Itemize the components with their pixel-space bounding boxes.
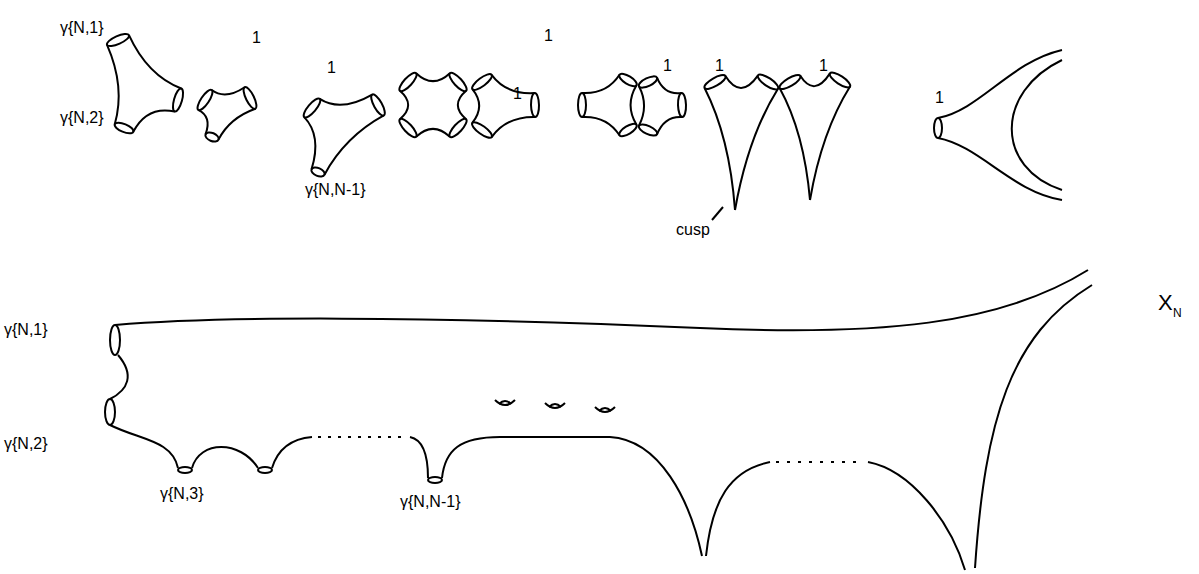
boundary-cuff	[756, 72, 780, 92]
piece-outline	[810, 87, 850, 200]
piece-outline	[725, 75, 758, 88]
curve-label: 1	[327, 60, 336, 76]
piece-outline	[400, 91, 408, 119]
boundary-cuff	[105, 31, 130, 48]
curve-label: X	[1158, 292, 1173, 314]
boundary-cuff	[678, 93, 687, 117]
piece-outline	[780, 88, 810, 200]
boundary-cuff	[703, 73, 728, 92]
piece-outline	[472, 89, 479, 123]
piece-outline	[735, 89, 778, 210]
pants-pieces	[105, 31, 852, 210]
curve-label: 1	[663, 58, 672, 74]
boundary-cuff	[778, 72, 803, 91]
piece-outline	[705, 88, 735, 210]
curve-label: γ{N,1}	[60, 20, 104, 36]
piece-outline	[129, 35, 181, 88]
piece-outline	[657, 78, 682, 94]
boundary-cuff	[241, 85, 259, 110]
boundary-cuff	[369, 93, 388, 118]
piece-outline	[416, 129, 450, 137]
curve-label: 1	[715, 58, 724, 74]
curve-label: γ{N,N-1}	[305, 182, 365, 198]
glued-surface	[105, 50, 1092, 570]
curve-label: γ{N,2}	[4, 436, 48, 452]
curve-label: cusp	[676, 222, 710, 238]
curve-label: 1	[935, 90, 944, 106]
boundary-cuff	[171, 87, 185, 112]
piece-outline	[212, 87, 245, 94]
piece-outline	[458, 91, 466, 119]
piece-outline	[492, 117, 536, 137]
piece-outline	[416, 73, 450, 81]
curve-label: γ{N,2}	[60, 110, 104, 126]
piece-outline	[657, 117, 682, 134]
boundary-cuff	[531, 93, 539, 117]
curve-label: γ{N,N-1}	[400, 494, 460, 510]
curve-label: 1	[252, 30, 261, 46]
piece-outline	[800, 73, 830, 86]
curve-label: 1	[544, 28, 553, 44]
piece-outline	[582, 117, 619, 135]
piece-outline	[218, 109, 255, 140]
curve-label: γ{N,3}	[160, 486, 204, 502]
piece-outline	[198, 110, 207, 134]
curve-label: 1	[513, 86, 522, 102]
piece-outline	[107, 45, 119, 124]
curve-label: N	[1173, 307, 1182, 319]
piece-outline	[320, 95, 372, 105]
piece-outline	[324, 115, 383, 174]
piece-outline	[582, 75, 619, 93]
curve-label: 1	[819, 58, 828, 74]
piece-outline	[304, 117, 315, 169]
boundary-cuff	[113, 120, 135, 135]
boundary-cuff	[828, 70, 852, 90]
piece-outline	[631, 85, 637, 125]
curve-label: γ{N,1}	[4, 322, 48, 338]
piece-outline	[133, 110, 175, 131]
boundary-cuff	[578, 93, 586, 117]
piece-outline	[639, 86, 644, 125]
